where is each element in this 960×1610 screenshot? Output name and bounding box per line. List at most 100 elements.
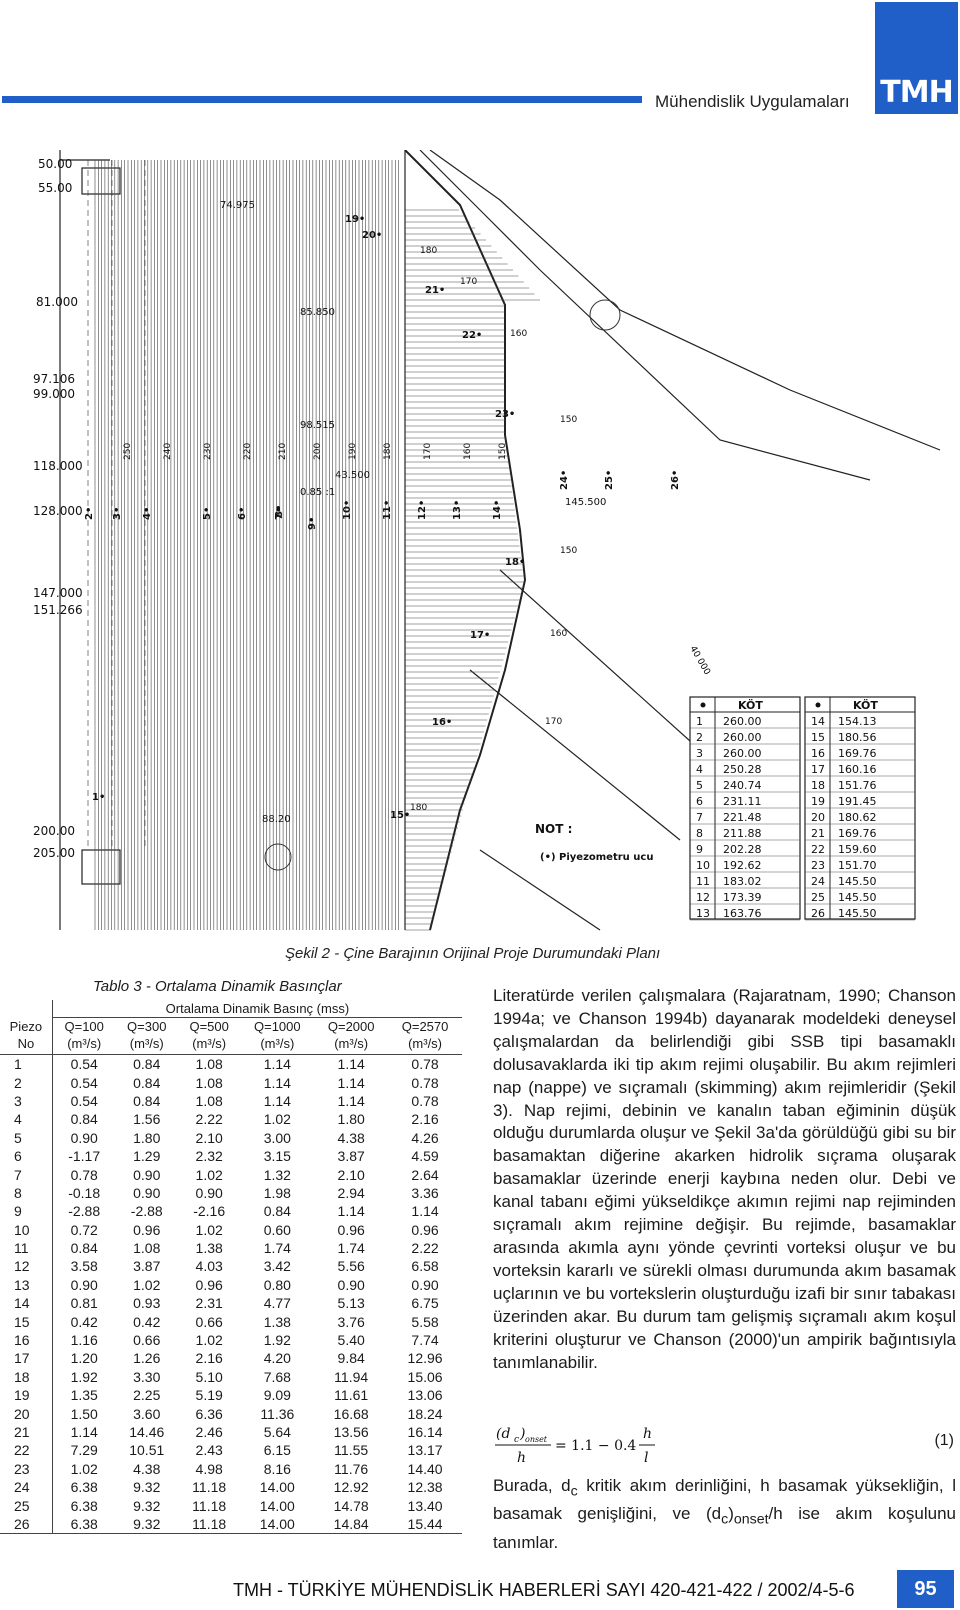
pressure-cell: 2.43	[195, 1442, 223, 1459]
piezo-no-cell: 16	[14, 1332, 30, 1349]
pressure-cell: 1.14	[263, 1056, 291, 1073]
pressure-cell: 2.22	[195, 1111, 223, 1128]
kot-value: 250.28	[723, 763, 762, 776]
pressure-cell: 10.51	[129, 1442, 165, 1459]
piezo-no-cell: 5	[14, 1129, 22, 1146]
kot-value: 192.62	[723, 859, 762, 872]
col-header: Q=2000	[327, 1019, 375, 1034]
eq-h2: h	[643, 1426, 652, 1442]
pressure-cell: 11.36	[260, 1405, 295, 1422]
pressure-cell: 1.80	[337, 1111, 365, 1128]
elev-label: 81.000	[36, 295, 78, 309]
kot-no: 20	[811, 811, 825, 824]
pressure-cell: 3.30	[133, 1368, 161, 1385]
pressure-cell: 0.78	[51, 1165, 116, 1184]
pressure-cell: 14.78	[333, 1497, 369, 1514]
piezo-no-cell: 25	[14, 1497, 30, 1514]
eq-mid: = 1.1 − 0.4	[555, 1438, 636, 1454]
step-label: 180	[420, 246, 437, 256]
eq-h: h	[517, 1450, 526, 1466]
pressure-cell: 0.84	[133, 1092, 161, 1109]
pressure-cell: 0.54	[51, 1073, 116, 1092]
piezo-no-cell: 23	[14, 1460, 30, 1477]
pressure-cell: 5.40	[337, 1332, 365, 1349]
pressure-cell: 0.66	[195, 1313, 223, 1330]
pressure-cell: 0.84	[51, 1238, 116, 1258]
pressure-cell: 1.38	[263, 1313, 291, 1330]
piezometer-marker: 1•	[92, 792, 105, 803]
pressure-cell: 14.00	[259, 1479, 295, 1496]
step-label: 180	[410, 803, 427, 813]
piezo-no-cell: 2	[14, 1074, 22, 1091]
kot-no: 13	[696, 907, 710, 920]
pressure-cell: 1.14	[337, 1074, 365, 1091]
col-header-unit: (m³/s)	[240, 1035, 315, 1055]
kot-no: 5	[696, 779, 703, 792]
pressure-cell: 1.50	[51, 1404, 116, 1423]
pressure-cell: 15.06	[407, 1368, 443, 1385]
kot-value: 260.00	[723, 731, 762, 744]
piezometer-marker: 3•	[112, 507, 123, 520]
pressure-cell: 1.14	[263, 1074, 291, 1091]
pressure-cell: 14.46	[129, 1424, 165, 1440]
pressure-cell: 2.16	[411, 1111, 439, 1128]
piezometer-marker: 11•	[382, 500, 393, 520]
piezometer-marker: 18•	[505, 557, 525, 568]
pressure-cell: 6.58	[411, 1258, 439, 1275]
pressure-cell: 11.76	[334, 1460, 369, 1477]
kot-no: 18	[811, 779, 825, 792]
kot-header: KÖT	[853, 698, 878, 712]
piezometer-marker: 6•	[237, 507, 248, 520]
piezometer-marker: 24•	[559, 470, 570, 490]
piezometer-marker: 2•	[84, 507, 95, 520]
piezometer-marker: 23•	[495, 409, 515, 420]
kot-value: 221.48	[723, 811, 762, 824]
col-header: Q=300	[127, 1019, 167, 1034]
pressure-cell: 0.96	[411, 1221, 439, 1238]
kot-value: 145.50	[838, 875, 877, 888]
kot-value: 260.00	[723, 715, 762, 728]
pressure-cell: 0.93	[133, 1295, 161, 1312]
pressure-cell: 0.78	[411, 1056, 439, 1073]
kot-no: 12	[696, 891, 710, 904]
pressure-cell: 4.38	[337, 1129, 365, 1146]
pressure-cell: 3.15	[263, 1148, 291, 1165]
kot-value: 180.56	[838, 731, 877, 744]
kot-no: 11	[696, 875, 710, 888]
pressure-cell: 3.58	[51, 1257, 116, 1276]
elev-label: 55.00	[38, 181, 72, 195]
pressure-cell: 13.06	[407, 1387, 443, 1404]
col-header: Q=500	[189, 1019, 229, 1034]
col-header-unit: (m³/s)	[388, 1035, 462, 1055]
pressure-cell: 9.09	[263, 1387, 291, 1404]
step-label: 250	[123, 443, 133, 460]
piezo-no-cell: 6	[14, 1148, 22, 1165]
text-run: )	[728, 1504, 734, 1524]
piezometer-marker: 22•	[462, 330, 482, 341]
pressure-cell: 1.08	[195, 1056, 223, 1073]
logo-text: TMH	[880, 75, 953, 110]
col-header-unit: (m³/s)	[51, 1035, 116, 1055]
kot-value: 160.16	[838, 763, 877, 776]
pressure-cell: 1.20	[51, 1349, 116, 1368]
pressure-cell: 0.90	[51, 1275, 116, 1295]
step-label: 180	[383, 443, 393, 460]
pressure-cell: 1.02	[133, 1276, 161, 1293]
piezo-no-cell: 8	[14, 1184, 22, 1201]
pressure-cell: 12.96	[407, 1350, 443, 1367]
piezo-no-cell: 1	[14, 1056, 22, 1073]
pressure-cell: 3.76	[337, 1313, 365, 1330]
pressure-cell: 1.29	[133, 1148, 161, 1165]
piezometer-marker: 16•	[432, 717, 452, 728]
pressure-cell: 1.02	[195, 1332, 223, 1349]
pressure-cell: 5.58	[411, 1313, 439, 1330]
pressure-cell: 3.87	[133, 1258, 161, 1275]
pressure-cell: 6.75	[411, 1295, 439, 1312]
pressure-cell: 0.78	[411, 1074, 439, 1091]
